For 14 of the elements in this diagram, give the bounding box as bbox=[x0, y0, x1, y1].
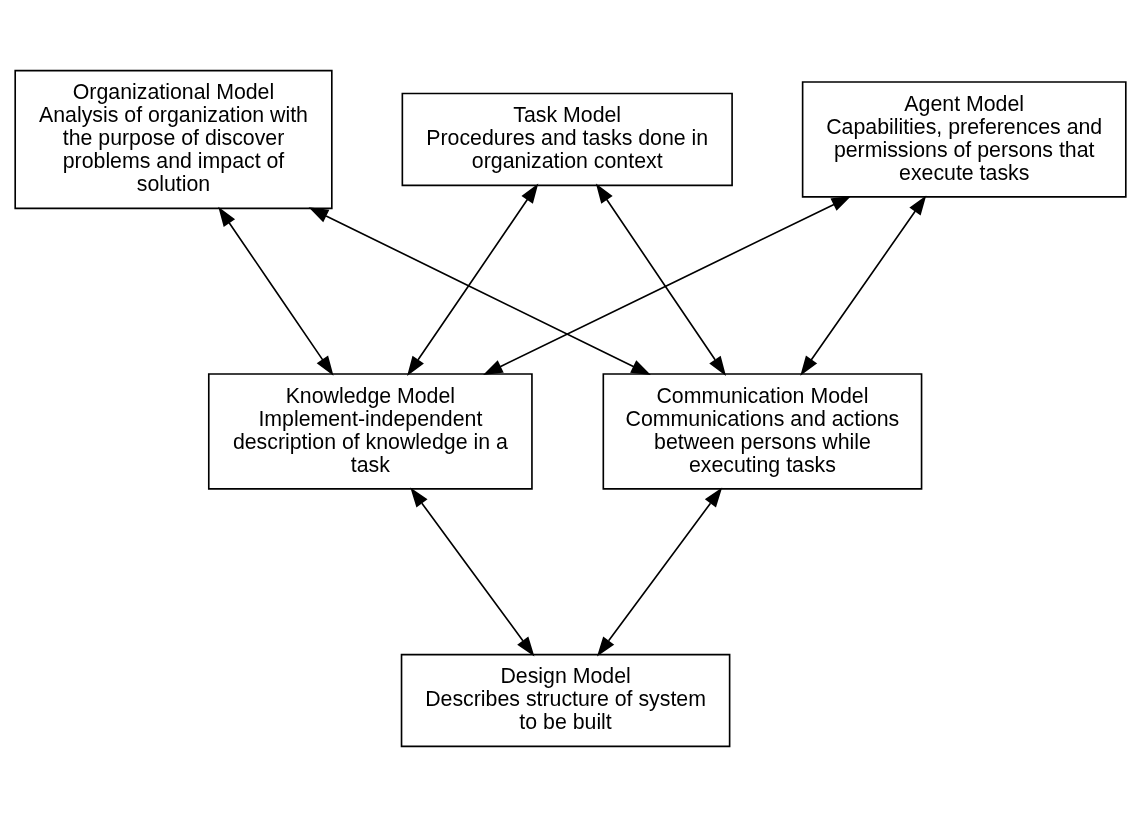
arrow bbox=[597, 486, 723, 656]
node-box: Organizational Model Analysis of organization with the purpose of discover problems and impact of solution bbox=[14, 69, 333, 209]
node-box: Design Model Describes structure of system to be built bbox=[400, 653, 731, 747]
arrow bbox=[800, 194, 927, 376]
node-box: Knowledge Model Implement-independent description of knowledge in a task bbox=[207, 372, 533, 490]
arrow bbox=[218, 206, 334, 376]
node-box: Task Model Procedures and tasks done in organization context bbox=[401, 92, 733, 186]
arrow bbox=[308, 206, 651, 375]
arrow bbox=[407, 183, 539, 376]
node-box: Agent Model Capabilities, preferences and permissions of persons that execute tasks bbox=[801, 80, 1127, 198]
arrow bbox=[410, 486, 535, 656]
node-box: Communication Model Communications and actions between persons while executing tasks bbox=[602, 372, 923, 490]
arrow bbox=[595, 183, 726, 376]
arrow bbox=[483, 195, 852, 375]
